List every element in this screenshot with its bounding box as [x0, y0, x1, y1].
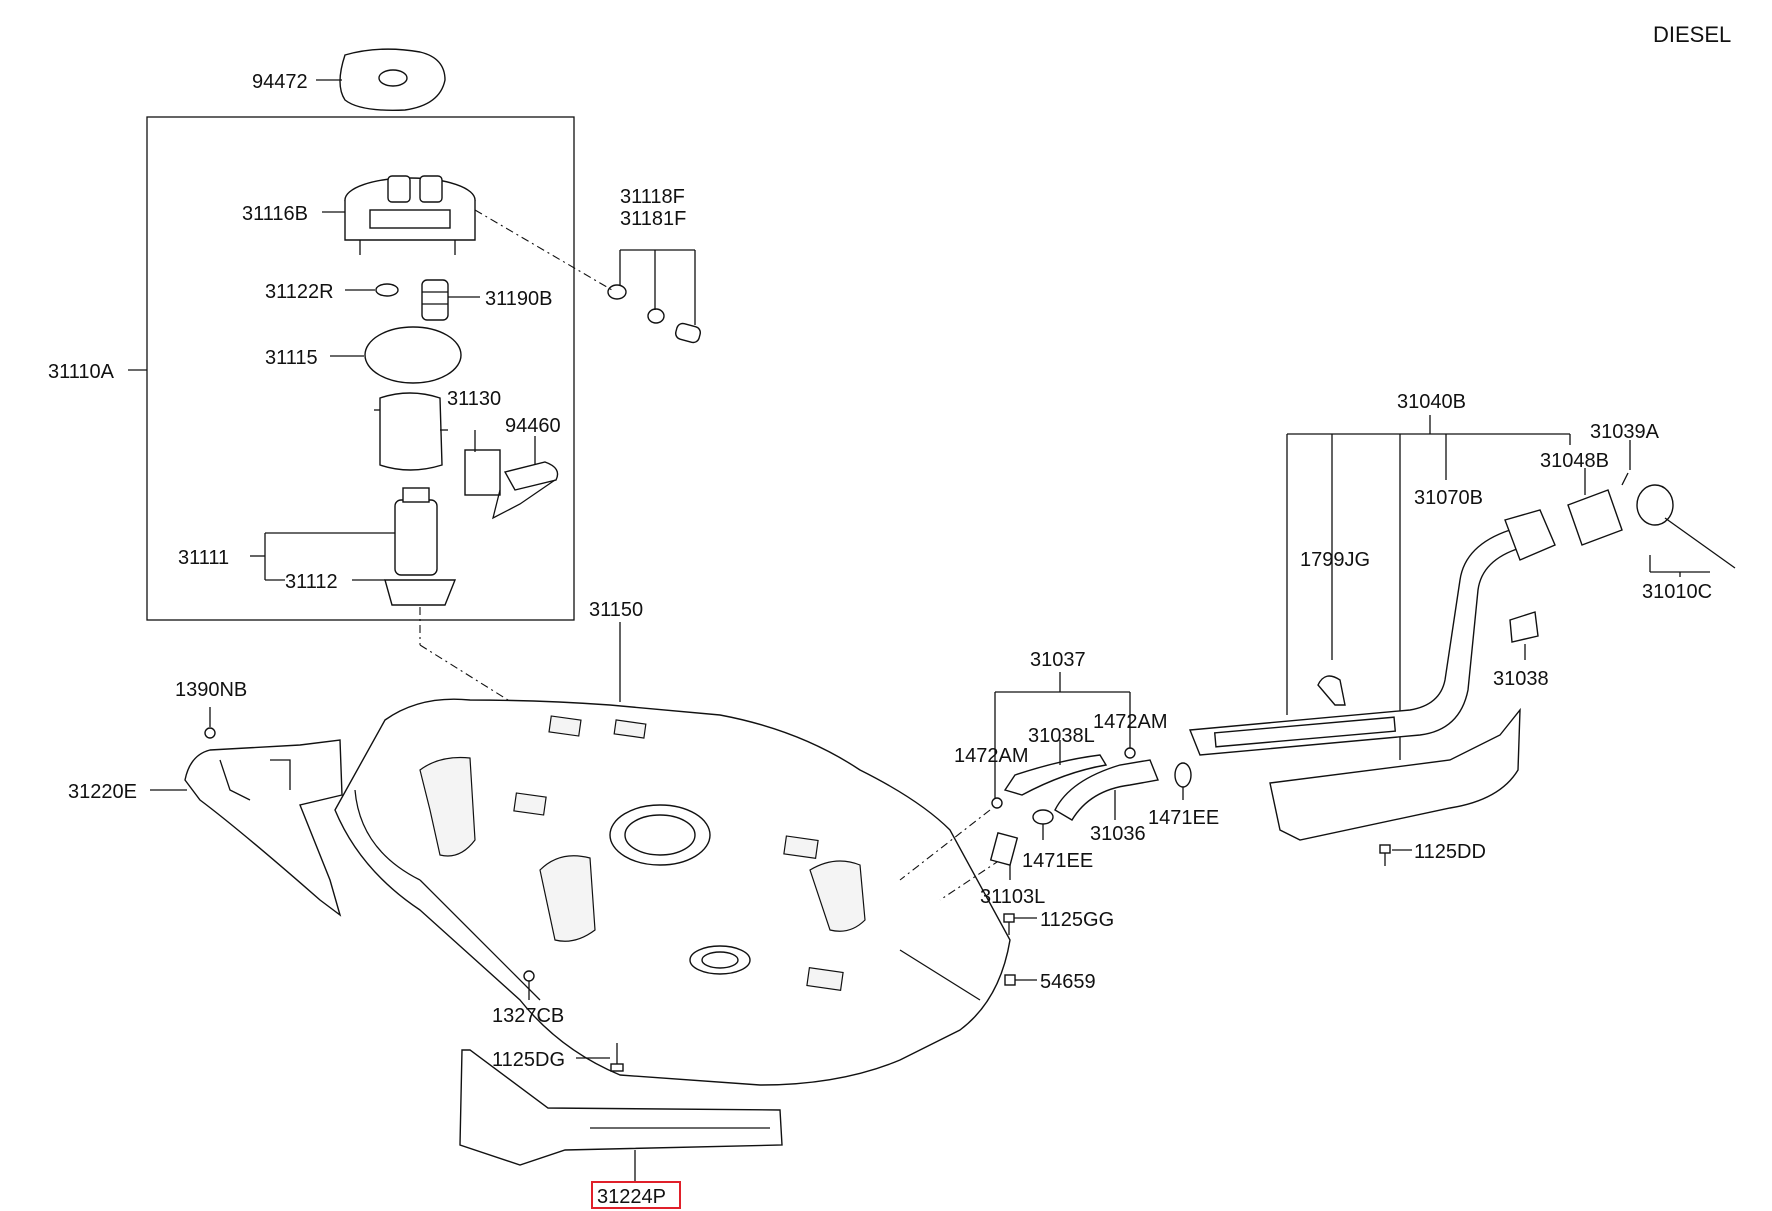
fuel-cap-31010C[interactable] — [1636, 484, 1736, 569]
label-31112[interactable]: 31112 — [285, 571, 338, 593]
label-31038[interactable]: 31038 — [1493, 668, 1549, 690]
nut-1327CB[interactable] — [523, 970, 535, 982]
clamp-1471EE-b[interactable] — [1032, 809, 1054, 825]
clamp-1472AM-a[interactable] — [991, 797, 1003, 809]
label-1125GG[interactable]: 1125GG — [1040, 909, 1114, 931]
pump-flange-31116B[interactable] — [344, 175, 476, 255]
highlight-box-31224P — [591, 1181, 681, 1209]
label-1472AM-a[interactable]: 1472AM — [954, 745, 1029, 767]
label-31039A[interactable]: 31039A — [1590, 421, 1660, 443]
label-1327CB[interactable]: 1327CB — [492, 1005, 564, 1027]
filler-neck-guard — [1269, 707, 1521, 841]
label-31103L[interactable]: 31103L — [980, 886, 1045, 908]
label-1390NB[interactable]: 1390NB — [175, 679, 247, 701]
pump-module-box — [146, 116, 575, 621]
label-31115[interactable]: 31115 — [265, 347, 318, 369]
variant-note: DIESEL — [1653, 22, 1731, 47]
clip-1799JG[interactable] — [1317, 675, 1346, 706]
label-31122R[interactable]: 31122R — [265, 281, 334, 303]
sender-31130[interactable] — [464, 430, 501, 496]
label-31070B[interactable]: 31070B — [1414, 487, 1483, 509]
label-31190B[interactable]: 31190B — [485, 288, 552, 310]
label-54659[interactable]: 54659 — [1040, 971, 1096, 993]
float-arm-94460[interactable] — [492, 461, 559, 520]
label-31048B[interactable]: 31048B — [1540, 450, 1609, 472]
label-1471EE-b[interactable]: 1471EE — [1022, 850, 1093, 872]
filter-31190B[interactable] — [421, 279, 449, 321]
label-31116B[interactable]: 31116B — [242, 203, 308, 225]
clamp-1472AM-b[interactable] — [1124, 747, 1136, 759]
nut-1390NB[interactable] — [204, 727, 216, 739]
label-1472AM-b[interactable]: 1472AM — [1093, 711, 1168, 733]
label-31040B[interactable]: 31040B — [1397, 391, 1466, 413]
hose-31038L[interactable] — [1003, 754, 1108, 796]
label-31224P[interactable]: 31224P — [597, 1186, 666, 1208]
gasket-31048B[interactable] — [1567, 489, 1623, 546]
caps-31118F-31181F[interactable] — [607, 284, 702, 344]
label-1471EE-a[interactable]: 1471EE — [1148, 807, 1219, 829]
fuel-tank-31150[interactable] — [334, 698, 1011, 1086]
label-31010C[interactable]: 31010C — [1642, 581, 1712, 603]
label-31110A[interactable]: 31110A — [48, 361, 115, 383]
label-1125DG[interactable]: 1125DG — [492, 1049, 565, 1071]
protector-31224P[interactable] — [459, 1049, 783, 1166]
label-31111[interactable]: 31111 — [178, 547, 229, 569]
clamp-1471EE-a[interactable] — [1174, 762, 1192, 788]
nut-54659[interactable] — [1004, 974, 1016, 986]
label-plate-31038[interactable] — [1509, 611, 1539, 643]
o-ring-31122R[interactable] — [375, 283, 399, 297]
label-1799JG[interactable]: 1799JG — [1300, 549, 1370, 571]
bolt-1125DG[interactable] — [610, 1043, 624, 1072]
fuel-pump-31111[interactable] — [384, 487, 457, 606]
label-31220E[interactable]: 31220E — [68, 781, 137, 803]
seal-ring-31115[interactable] — [364, 326, 462, 384]
sleeve-31103L[interactable] — [989, 832, 1019, 866]
label-31037[interactable]: 31037 — [1030, 649, 1086, 671]
filler-pipe[interactable] — [1189, 509, 1556, 756]
label-31036[interactable]: 31036 — [1090, 823, 1146, 845]
heat-shield-31220E[interactable] — [184, 739, 343, 917]
label-94472[interactable]: 94472 — [252, 71, 308, 93]
label-31130[interactable]: 31130 — [447, 388, 501, 410]
label-1125DD[interactable]: 1125DD — [1414, 841, 1486, 863]
screw-31039A[interactable] — [1621, 472, 1629, 486]
label-94460[interactable]: 94460 — [505, 415, 561, 437]
hose-31036[interactable] — [1054, 759, 1159, 821]
label-31181F[interactable]: 31181F — [620, 208, 686, 230]
cover-gasket-94472[interactable] — [339, 48, 446, 111]
label-31118F[interactable]: 31118F — [620, 186, 685, 208]
label-31150[interactable]: 31150 — [589, 599, 643, 621]
bolt-1125DD[interactable] — [1379, 844, 1391, 866]
reservoir-cup — [374, 392, 448, 471]
label-31038L[interactable]: 31038L — [1028, 725, 1095, 747]
